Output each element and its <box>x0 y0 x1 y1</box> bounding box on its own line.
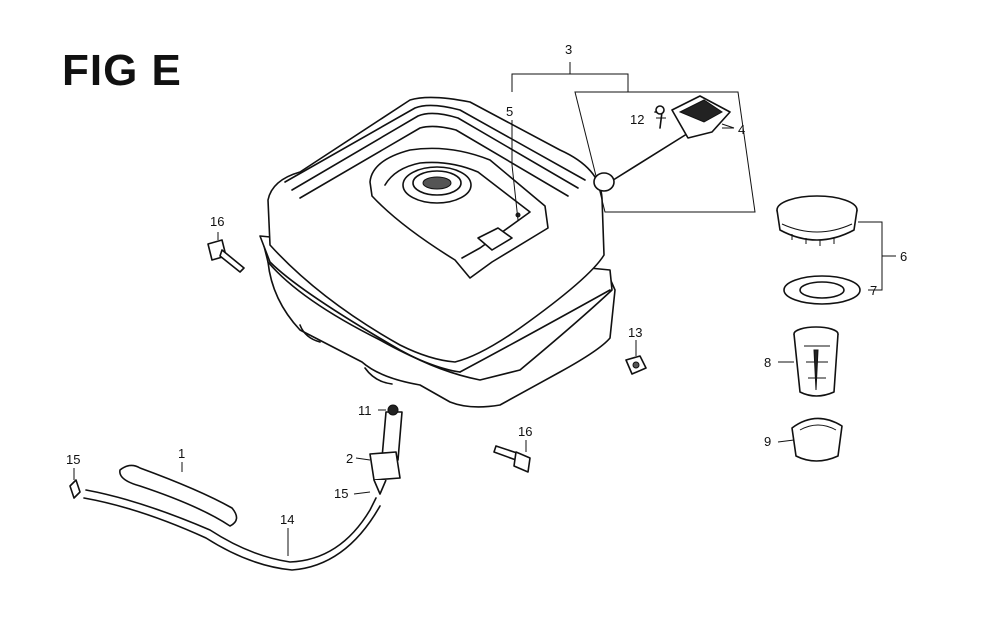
fuel-strainer <box>793 326 839 397</box>
callout-4: 4 <box>738 122 745 137</box>
fuel-hose-14 <box>83 489 381 571</box>
cap-gasket <box>783 275 861 305</box>
fuel-gauge-group <box>511 62 756 213</box>
callout-3: 3 <box>565 42 572 57</box>
callout-2: 2 <box>346 451 353 466</box>
callout-15-right: 15 <box>334 486 348 501</box>
callout-13: 13 <box>628 325 642 340</box>
bolt-16-upper <box>207 232 245 273</box>
callout-15-left: 15 <box>66 452 80 467</box>
fuel-valve <box>369 404 403 495</box>
callout-16-lower: 16 <box>518 424 532 439</box>
callout-16-upper: 16 <box>210 214 224 229</box>
callout-9: 9 <box>764 434 771 449</box>
callout-12: 12 <box>630 112 644 127</box>
figure-title: FIG E <box>62 46 182 95</box>
nut-13 <box>625 340 647 375</box>
callout-5: 5 <box>506 104 513 119</box>
callout-7: 7 <box>870 283 877 298</box>
callout-8: 8 <box>764 355 771 370</box>
fuel-hose-1 <box>119 462 238 527</box>
callout-11: 11 <box>358 403 372 418</box>
callout-14: 14 <box>280 512 294 527</box>
fuel-tank <box>259 96 616 408</box>
bolt-16-lower <box>493 440 531 473</box>
hose-clamp-15 <box>69 479 81 499</box>
fuel-cap <box>776 195 858 246</box>
callout-1: 1 <box>178 446 185 461</box>
strainer-retainer <box>791 417 843 462</box>
callout-6: 6 <box>900 249 907 264</box>
